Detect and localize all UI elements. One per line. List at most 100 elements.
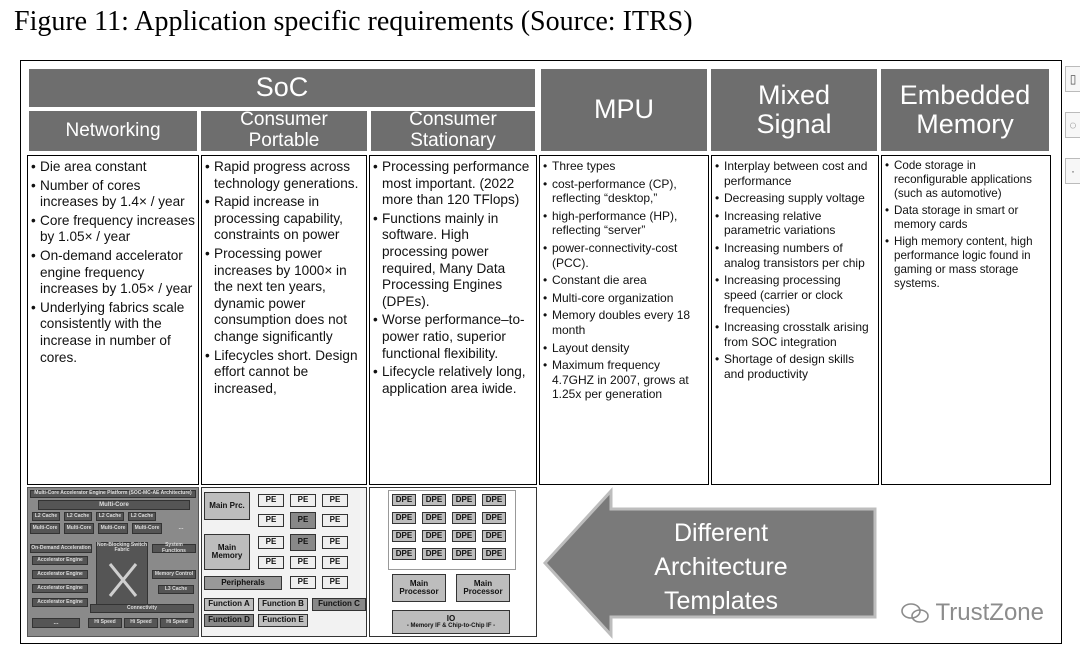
dpe-box: DPE (392, 494, 416, 506)
pe-box: PE (322, 514, 348, 527)
dpe-box: DPE (452, 512, 476, 524)
l2-cache-box: L2 Cache (64, 512, 92, 521)
dpe-box: DPE (452, 530, 476, 542)
pe-box: PE (290, 556, 316, 569)
multi-core-box: Multi-Core (132, 523, 162, 534)
connectivity-label: Connectivity (90, 604, 194, 613)
function-b-box: Function B (258, 598, 308, 611)
l2-cache-box: L2 Cache (96, 512, 124, 521)
embedded-memory-requirements: Code storage in reconfigurable applicati… (881, 155, 1051, 485)
list-item: Code storage in reconfigurable applicati… (885, 159, 1047, 201)
mixed-signal-requirements: Interplay between cost and performance D… (711, 155, 879, 485)
consumer-stationary-requirements: Processing performance most important. (… (369, 155, 537, 485)
multi-core-label: Multi-Core (38, 500, 190, 510)
list-item: Three types (543, 159, 705, 174)
dpe-box: DPE (452, 548, 476, 560)
dpe-box: DPE (392, 512, 416, 524)
arrow-label-line: Templates (664, 587, 778, 615)
list-item: Functions mainly in software. High proce… (373, 211, 533, 311)
embedded-memory-header: Embedded Memory (879, 67, 1051, 153)
list-item: Data storage in smart or memory cards (885, 204, 1047, 232)
list-item: Processing performance most important. (… (373, 159, 533, 209)
list-item: Decreasing supply voltage (715, 191, 875, 206)
hi-speed-box: Hi Speed (88, 618, 122, 628)
dpe-box: DPE (392, 530, 416, 542)
pe-box: PE (258, 556, 284, 569)
pe-box: PE (322, 576, 348, 589)
list-item: Increasing numbers of analog transistors… (715, 241, 875, 270)
pe-box: PE (290, 576, 316, 589)
accelerator-engine-box: Accelerator Engine (32, 570, 88, 579)
mpu-header: MPU (539, 67, 709, 153)
mixed-signal-header: Mixed Signal (709, 67, 879, 153)
list-item: Memory doubles every 18 month (543, 308, 705, 337)
requirements-figure: SoC Networking Consumer Portable Consume… (20, 60, 1062, 644)
dpe-box: DPE (422, 548, 446, 560)
system-functions-label: System Functions (152, 543, 196, 553)
l2-cache-box: L2 Cache (128, 512, 156, 521)
consumer-portable-header: Consumer Portable (199, 109, 369, 153)
multi-core-box: Multi-Core (98, 523, 128, 534)
dpe-box: DPE (482, 512, 506, 524)
mpu-requirements: Three types cost-performance (CP), refle… (539, 155, 709, 485)
dpe-box: DPE (482, 494, 506, 506)
dpe-box: DPE (482, 548, 506, 560)
pe-box: PE (290, 512, 316, 529)
multi-core-box: Multi-Core (30, 523, 60, 534)
main-proc-box: Main Prc. (204, 492, 250, 520)
side-tool-button[interactable]: ◌ (1065, 112, 1080, 138)
list-item: Lifecycles short. Design effort cannot b… (205, 348, 363, 398)
list-item: Layout density (543, 341, 705, 356)
networking-template-diagram: Multi-Core Accelerator Engine Platform (… (27, 487, 199, 637)
list-item: Maximum frequency 4.7GHZ in 2007, grows … (543, 358, 705, 402)
pe-box: PE (258, 514, 284, 527)
side-tool-button[interactable]: · (1065, 158, 1080, 184)
function-a-box: Function A (204, 598, 254, 611)
consumer-portable-requirements: Rapid progress across technology generat… (201, 155, 367, 485)
list-item: High memory content, high performance lo… (885, 235, 1047, 291)
l2-cache-box: L2 Cache (32, 512, 60, 521)
list-item: Number of cores increases by 1.4× / year (31, 178, 195, 211)
networking-requirements: Die area constant Number of cores increa… (27, 155, 199, 485)
template-title: Multi-Core Accelerator Engine Platform (… (30, 490, 196, 498)
function-d-box: Function D (204, 614, 254, 627)
list-item: Worse performance–to-power ratio, superi… (373, 312, 533, 362)
wechat-icon (900, 603, 929, 623)
pe-box: PE (290, 494, 316, 507)
list-item: Underlying fabrics scale consistently wi… (31, 300, 195, 366)
main-memory-box: Main Memory (204, 534, 250, 570)
pe-box: PE (322, 556, 348, 569)
dpe-box: DPE (422, 494, 446, 506)
ellipsis-label: ... (178, 525, 184, 532)
dpe-box: DPE (422, 512, 446, 524)
consumer-stationary-header: Consumer Stationary (369, 109, 537, 153)
list-item: Increasing relative parametric variation… (715, 209, 875, 238)
multi-core-box: Multi-Core (64, 523, 94, 534)
accelerator-engine-box: Accelerator Engine (32, 556, 88, 565)
pe-box: PE (258, 536, 284, 549)
list-item: Interplay between cost and performance (715, 159, 875, 188)
io-sub-label: - Memory IF & Chip-to-Chip IF - (406, 623, 496, 630)
on-demand-label: On-Demand Acceleration (30, 544, 92, 553)
cross-switch-icon (108, 563, 138, 597)
memory-control-label: Memory Control (152, 570, 196, 579)
l3-cache-label: L3 Cache (158, 585, 194, 594)
portable-template-diagram: Main Prc. Main Memory PE PE PE PE PE PE … (201, 487, 367, 637)
arrow-label-line: Architecture (654, 553, 788, 581)
pe-box: PE (322, 536, 348, 549)
io-box: IO - Memory IF & Chip-to-Chip IF - (392, 610, 510, 634)
list-item: Rapid progress across technology generat… (205, 159, 363, 192)
function-c-box: Function C (312, 598, 366, 611)
list-item: Increasing processing speed (carrier or … (715, 273, 875, 317)
watermark-text: TrustZone (935, 599, 1044, 626)
hi-speed-box: Hi Speed (160, 618, 194, 628)
list-item: Core frequency increases by 1.05× / year (31, 213, 195, 246)
list-item: Rapid increase in processing capability,… (205, 194, 363, 244)
dpe-box: DPE (452, 494, 476, 506)
peripherals-box: Peripherals (204, 576, 282, 590)
list-item: Die area constant (31, 159, 195, 176)
side-tool-button[interactable]: ▯ (1065, 66, 1080, 92)
list-item: Multi-core organization (543, 291, 705, 306)
list-item: Shortage of design skills and productivi… (715, 352, 875, 381)
io-label: IO (446, 613, 456, 623)
